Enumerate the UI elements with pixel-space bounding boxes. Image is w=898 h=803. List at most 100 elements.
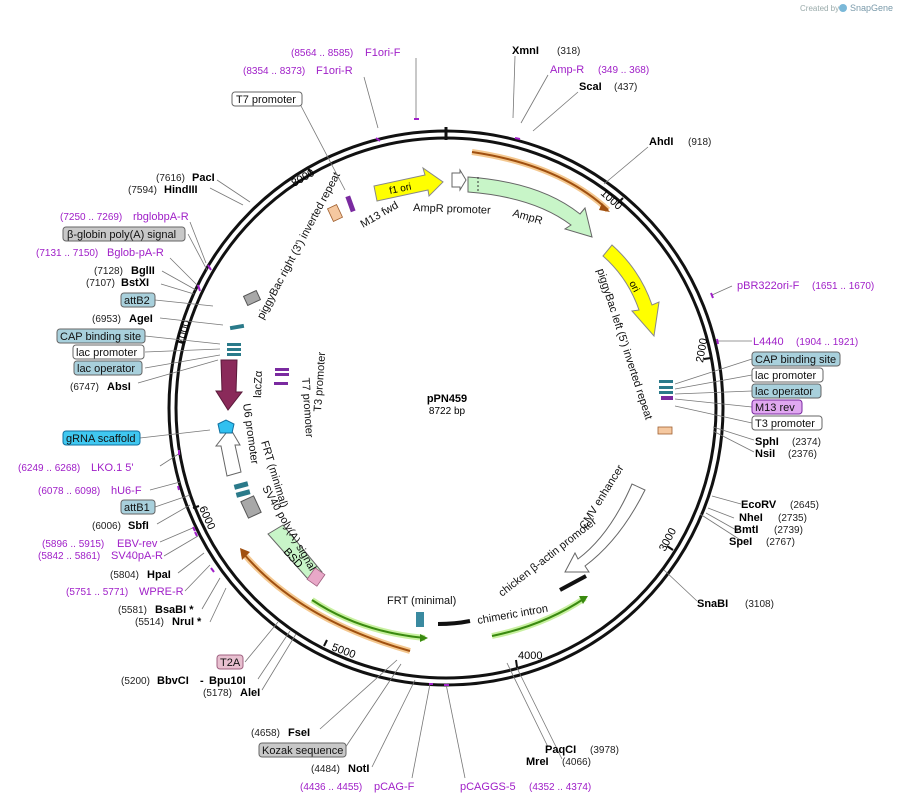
enzyme-bpu10i-name: Bpu10I xyxy=(209,675,246,687)
m13-fwd-mark xyxy=(345,195,356,213)
leader-lines xyxy=(137,55,755,779)
enzyme-ahdi-name: AhdI xyxy=(649,136,673,148)
enzyme-paqci-pos: (3978) xyxy=(590,745,619,756)
frt-left-mark-2 xyxy=(235,489,251,498)
primer-f1ori-r-range: (8354 .. 8373) xyxy=(243,66,305,77)
enzyme-sphi-name: SphI xyxy=(755,436,779,448)
frt-bottom-label: FRT (minimal) xyxy=(387,595,456,607)
primer-f1ori-r-name: F1ori-R xyxy=(316,65,353,77)
orange-arc-bottom-halo xyxy=(240,551,411,654)
tick-mark-2000 xyxy=(703,357,712,360)
primer-lko1-name: LKO.1 5' xyxy=(91,462,133,474)
primer-bglob-pa-r-name: Bglob-pA-R xyxy=(107,247,164,259)
ampr-arrow xyxy=(467,176,593,238)
lac-operator-mark-right xyxy=(659,391,673,394)
primer-rbglobpa-r-name: rbglobpA-R xyxy=(133,211,189,223)
tick-8000: 8000 xyxy=(290,167,317,190)
bglobin-polya-box xyxy=(62,226,186,242)
enzyme-spei-pos: (2767) xyxy=(766,537,795,548)
grna-scaffold-box xyxy=(62,430,141,446)
attb2-mark xyxy=(229,323,245,331)
tick-2000: 2000 xyxy=(694,337,710,363)
attb2-box-label: attB2 xyxy=(124,295,150,307)
created-by-label: Created by xyxy=(800,4,839,13)
t3-promoter-inner-label: T3 promoter xyxy=(312,351,328,412)
ampr-promoter-arrow xyxy=(451,168,467,192)
chicken-actin-bar xyxy=(559,574,587,592)
enzyme-ecorv-name: EcoRV xyxy=(741,499,777,511)
t3-promoter-box-right-label: T3 promoter xyxy=(755,418,815,430)
enzyme-scai-name: ScaI xyxy=(579,81,602,93)
chimeric-intron-head xyxy=(579,596,588,604)
enzyme-nsii-pos: (2376) xyxy=(788,449,817,460)
t2a-box xyxy=(216,654,244,670)
enzyme-bglii-name: BglII xyxy=(131,265,155,277)
lac-promoter-box-right xyxy=(751,367,824,383)
t3-inner-mark xyxy=(274,382,288,385)
lacz-alpha-arrow xyxy=(215,359,244,411)
lac-operator-mark-left xyxy=(227,353,241,356)
enzyme-paci-pos: (7616) xyxy=(156,173,185,184)
lac-promoter-box-left-label: lac promoter xyxy=(76,347,137,359)
enzyme-paqci-name: PaqCI xyxy=(545,744,576,756)
t7-promoter-box xyxy=(231,91,303,107)
enzyme-xmni-pos: (318) xyxy=(557,46,580,57)
enzyme-mrei-name: MreI xyxy=(526,756,549,768)
ori-arrow xyxy=(602,244,660,338)
enzyme-noti-name: NotI xyxy=(348,763,369,775)
lac-operator-box-right xyxy=(751,383,822,399)
orange-arc-bottom-head xyxy=(240,548,250,560)
enzyme-bbvci-pos: (5200) xyxy=(121,676,150,687)
enzyme-absi-pos: (6747) xyxy=(70,382,99,393)
tick-4000: 4000 xyxy=(518,650,542,662)
chimeric-intron-arc xyxy=(491,597,586,637)
primer-ampr-name: Amp-R xyxy=(550,64,584,76)
f1-ori-label: f1 ori xyxy=(388,182,412,197)
kozak-box-label: Kozak sequence xyxy=(262,745,343,757)
cap-site-mark-right xyxy=(659,380,673,383)
primer-pcag-f-name: pCAG-F xyxy=(374,781,415,793)
t7-promoter-box-label: T7 promoter xyxy=(236,94,296,106)
enzyme-bglii-pos: (7128) xyxy=(94,266,123,277)
enzyme-sphi-pos: (2374) xyxy=(792,437,821,448)
enzyme-fsei-name: FseI xyxy=(288,727,310,739)
lac-operator-box-left xyxy=(73,360,143,376)
primer-sv40pa-r-name: SV40pA-R xyxy=(111,550,163,562)
attb1-box-label: attB1 xyxy=(124,502,150,514)
enzyme-fsei-pos: (4658) xyxy=(251,728,280,739)
enzyme-bpu10i-prefix: - xyxy=(200,675,204,687)
u6-promoter-arrow xyxy=(214,427,242,477)
primer-wpre-r-range: (5751 .. 5771) xyxy=(66,587,128,598)
primer-bglob-pa-r-range: (7131 .. 7150) xyxy=(36,248,98,259)
cap-binding-box-right xyxy=(751,351,841,367)
enzyme-snabi-name: SnaBI xyxy=(697,598,728,610)
enzyme-mrei-pos: (4066) xyxy=(562,757,591,768)
enzyme-ecorv-pos: (2645) xyxy=(790,500,819,511)
enzyme-bstxi-name: BstXI xyxy=(121,277,149,289)
bglobin-polya-box-label: β-globin poly(A) signal xyxy=(67,229,176,241)
enzyme-scai-pos: (437) xyxy=(614,82,637,93)
green-arc-bottom xyxy=(311,599,426,639)
enzyme-nrui-name: NruI * xyxy=(172,616,202,628)
enzyme-nrui-pos: (5514) xyxy=(135,617,164,628)
primer-lko1-range: (6249 .. 6268) xyxy=(18,463,80,474)
cap-site-mark-left xyxy=(227,343,241,346)
attb1-box xyxy=(120,499,156,515)
t7-inner-mark xyxy=(275,368,289,371)
primer-l4440-range: (1904 .. 1921) xyxy=(796,337,858,348)
bglobin-polya-mark xyxy=(242,289,262,307)
tick-mark-1000 xyxy=(617,197,624,204)
plasmid-length: 8722 bp xyxy=(429,406,466,417)
enzyme-nsii-name: NsiI xyxy=(755,448,775,460)
primer-pcag-f-range: (4436 .. 4455) xyxy=(300,782,362,793)
lac-promoter-box-right-label: lac promoter xyxy=(755,370,816,382)
lacz-alpha-label: lacZα xyxy=(252,370,265,398)
enzyme-bsabi-name: BsaBI * xyxy=(155,604,194,616)
cap-binding-box-left xyxy=(56,328,146,344)
enzyme-sbfi-name: SbfI xyxy=(128,520,149,532)
t2a-mark xyxy=(306,567,326,587)
tick-mark-6000 xyxy=(192,505,200,509)
kozak-box xyxy=(258,742,347,758)
cap-binding-box-left-label: CAP binding site xyxy=(60,331,141,343)
enzyme-alei-pos: (5178) xyxy=(203,688,232,699)
